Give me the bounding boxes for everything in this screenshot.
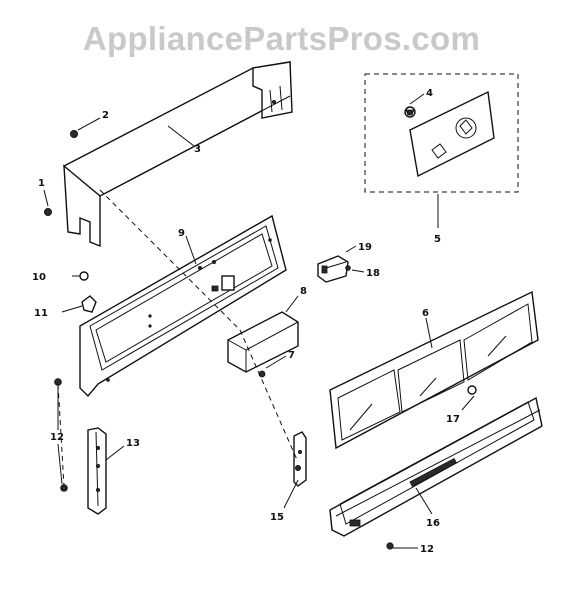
screw-alignment-dashed: [57, 383, 65, 487]
callout-15: 15: [270, 512, 284, 523]
callout-10: 10: [32, 272, 46, 283]
screw-1: [44, 207, 53, 216]
knob-17: [467, 385, 477, 395]
screw-2: [70, 129, 79, 138]
callout-12-lower: 12: [420, 544, 434, 555]
callout-7: 7: [288, 350, 295, 361]
control-panel-kit-box: [364, 73, 519, 193]
callout-3: 3: [194, 144, 201, 155]
grommet-10: [79, 271, 89, 281]
screw-7: [258, 370, 266, 378]
control-panel-frame: [79, 214, 287, 398]
callout-1: 1: [38, 178, 45, 189]
callout-8: 8: [300, 286, 307, 297]
callout-12-upper: 12: [50, 432, 64, 443]
screw-12-rail: [386, 542, 394, 550]
callout-19: 19: [358, 242, 372, 253]
box-housing: [227, 311, 299, 373]
callout-17: 17: [446, 414, 460, 425]
callout-18: 18: [366, 268, 380, 279]
alignment-dashed-line: [99, 189, 299, 463]
screw-18: [345, 265, 351, 271]
watermark-logo: AppliancePartsPros.com: [82, 20, 481, 57]
window-glass-panel: [329, 290, 539, 450]
callout-5: 5: [434, 234, 441, 245]
callout-6: 6: [422, 308, 429, 319]
callout-11: 11: [34, 308, 48, 319]
switch-block: [317, 255, 349, 283]
callout-4: 4: [426, 88, 433, 99]
backguard-top-panel: [63, 61, 293, 248]
side-bracket: [87, 427, 107, 515]
callout-13: 13: [126, 438, 140, 449]
callout-9: 9: [178, 228, 185, 239]
callout-16: 16: [426, 518, 440, 529]
callout-2: 2: [102, 110, 109, 121]
clip-11: [81, 295, 97, 313]
bracket-small: [293, 431, 307, 487]
lower-trim-rail: [329, 396, 543, 537]
